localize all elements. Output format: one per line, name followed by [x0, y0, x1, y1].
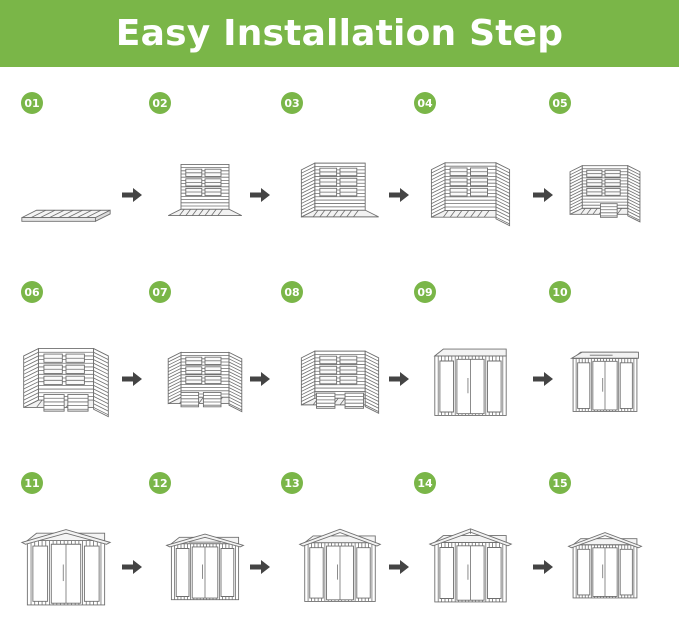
step-07-illustration [165, 328, 245, 428]
next-step-arrow-icon [122, 560, 142, 574]
step-number-badge: 09 [414, 281, 436, 303]
step-15-illustration [567, 519, 643, 610]
page-title: Easy Installation Step [115, 13, 564, 54]
step-number-badge: 08 [281, 281, 303, 303]
step-08-illustration [298, 328, 382, 428]
step-number-badge: 15 [549, 472, 571, 494]
step-11-illustration [20, 519, 112, 610]
next-step-arrow-icon [389, 188, 409, 202]
title-banner: Easy Installation Step [0, 0, 679, 67]
next-step-arrow-icon [250, 560, 270, 574]
next-step-arrow-icon [389, 560, 409, 574]
step-number-badge: 04 [414, 92, 436, 114]
next-step-arrow-icon [122, 372, 142, 386]
step-number-badge: 14 [414, 472, 436, 494]
next-step-arrow-icon [533, 188, 553, 202]
next-step-arrow-icon [122, 188, 142, 202]
step-13-illustration [298, 519, 382, 610]
step-01-illustration [20, 140, 112, 240]
step-12-illustration [165, 519, 245, 610]
next-step-arrow-icon [250, 188, 270, 202]
step-number-badge: 01 [21, 92, 43, 114]
step-10-illustration [567, 328, 643, 428]
step-09-illustration [428, 328, 513, 428]
step-number-badge: 07 [149, 281, 171, 303]
step-number-badge: 02 [149, 92, 171, 114]
step-05-illustration [567, 140, 643, 240]
next-step-arrow-icon [250, 372, 270, 386]
step-number-badge: 06 [21, 281, 43, 303]
step-02-illustration [165, 140, 245, 240]
step-number-badge: 03 [281, 92, 303, 114]
next-step-arrow-icon [533, 560, 553, 574]
step-14-illustration [428, 519, 513, 610]
next-step-arrow-icon [389, 372, 409, 386]
step-number-badge: 11 [21, 472, 43, 494]
step-number-badge: 13 [281, 472, 303, 494]
step-number-badge: 12 [149, 472, 171, 494]
next-step-arrow-icon [533, 372, 553, 386]
step-03-illustration [298, 140, 382, 240]
step-number-badge: 10 [549, 281, 571, 303]
step-06-illustration [20, 328, 112, 428]
step-number-badge: 05 [549, 92, 571, 114]
step-04-illustration [428, 140, 513, 240]
